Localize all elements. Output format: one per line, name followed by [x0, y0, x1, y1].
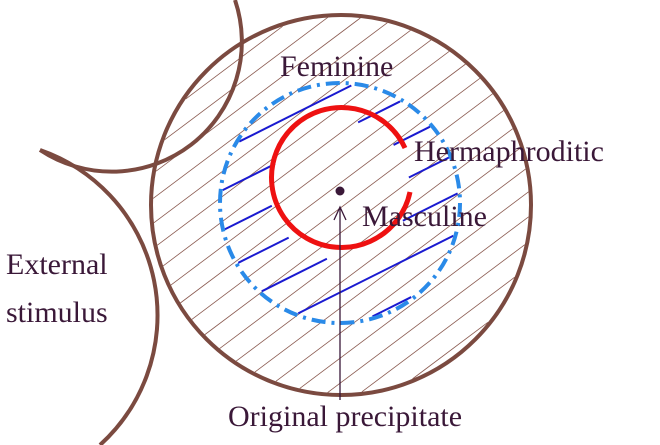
hatch-line: [191, 93, 493, 320]
hatch-line: [153, 30, 411, 224]
hatch-line: [237, 236, 290, 264]
hatch-line: [408, 156, 450, 179]
masculine-red-arc: [269, 105, 413, 250]
hatch-line: [170, 63, 466, 286]
hatch-line: [361, 277, 515, 393]
outer-hatching: [152, 17, 529, 393]
hatch-line: [238, 84, 352, 143]
outer-circle: [149, 13, 533, 397]
label-external: External: [6, 248, 108, 281]
hatch-line: [235, 147, 521, 362]
hatch-line: [204, 110, 504, 335]
hatch-line: [157, 39, 432, 246]
hatch-line: [222, 163, 276, 191]
origin-dot: [335, 186, 345, 196]
hatch-line: [224, 204, 273, 231]
label-stimulus: stimulus: [6, 296, 108, 329]
hatch-line: [402, 192, 459, 222]
hatch-line: [219, 128, 514, 349]
hatch-line: [152, 22, 388, 199]
left-circle-arc: [39, 148, 160, 445]
label-original-precipitate: Original precipitate: [228, 400, 463, 433]
hatch-line: [164, 17, 328, 141]
label-hermaphroditic: Hermaphroditic: [414, 135, 604, 168]
hatch-line: [299, 216, 529, 389]
hatch-line: [372, 296, 412, 318]
dashed-circle: [218, 81, 462, 325]
arrow-head: [333, 205, 347, 221]
hatch-line: [297, 234, 454, 315]
hatch-line: [180, 77, 481, 304]
hatch-line: [261, 257, 328, 293]
hatch-line: [275, 191, 529, 382]
top-left-circle-arc: [38, 0, 244, 174]
inner-hatching: [222, 84, 459, 318]
hatch-line: [327, 244, 526, 393]
hatch-line: [412, 322, 489, 380]
hatch-line: [162, 50, 450, 267]
hatch-line: [185, 25, 283, 100]
label-feminine: Feminine: [280, 50, 394, 83]
label-masculine: Masculine: [362, 200, 487, 233]
hatch-line: [357, 100, 401, 124]
hatch-line: [254, 168, 526, 373]
